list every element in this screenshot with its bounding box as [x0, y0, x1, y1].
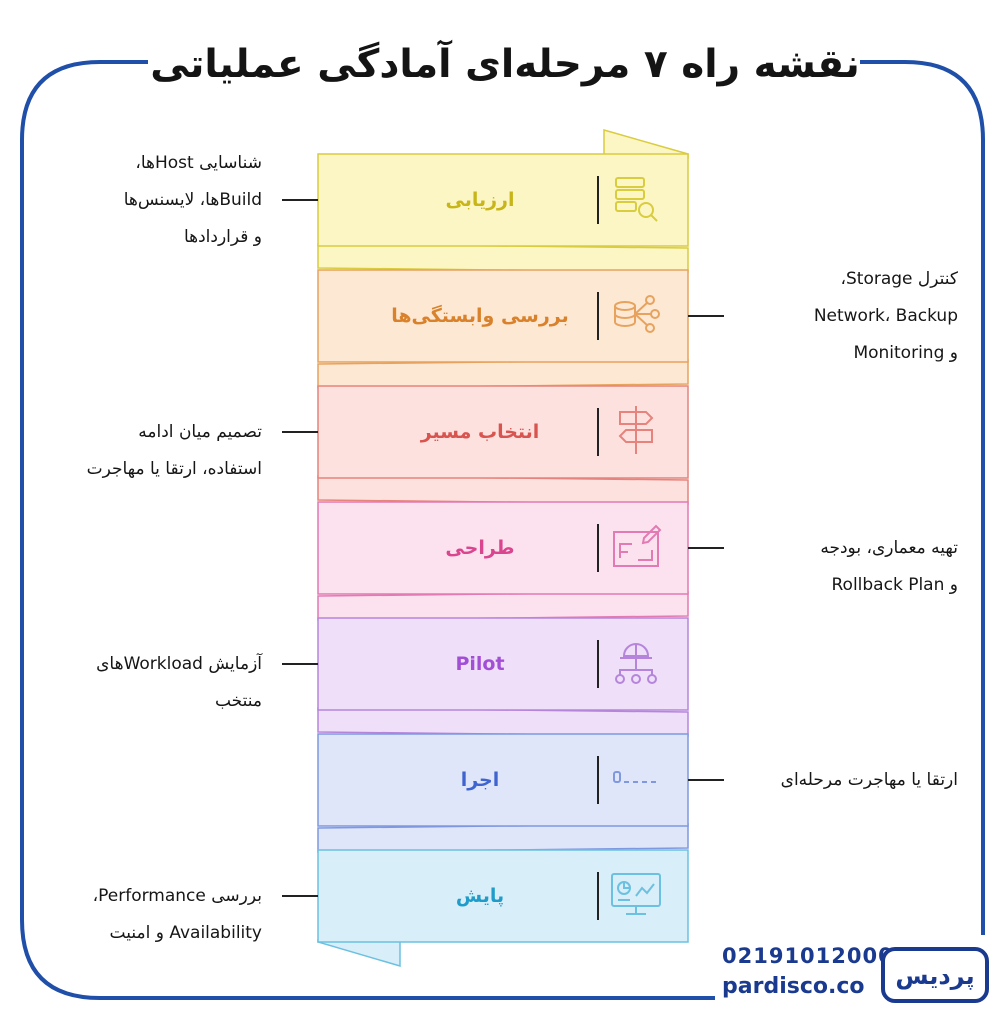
step-note-line: تصمیم میان ادامه [138, 421, 262, 442]
ribbon-fold [317, 475, 689, 505]
progress-icon [613, 771, 656, 783]
ribbon-fold [317, 359, 689, 389]
step-note-line: Buildها، لایسنس‌ها [123, 189, 262, 210]
monitor-chart-icon [611, 873, 661, 915]
step-note: شناسایی Hostها، Buildها، لایسنس‌ها و قرارد… [124, 145, 262, 256]
svg-text:پردیس: پردیس [895, 962, 974, 990]
signpost-icon [618, 406, 654, 454]
step-panel [317, 269, 689, 363]
step-panel [317, 849, 689, 943]
step-panel [317, 501, 689, 595]
blueprint-icon [613, 524, 662, 567]
footer-site[interactable]: pardisco.co [722, 974, 865, 999]
database-network-icon [614, 295, 660, 333]
note-connector [688, 315, 724, 317]
step-label: ارزیابی [445, 189, 515, 211]
footer-phone[interactable]: 02191012000 [722, 944, 894, 968]
step-panel [317, 617, 689, 711]
step-note-line: شناسایی Hostها، [135, 152, 262, 173]
ribbon-fold [317, 243, 689, 273]
step-panel [317, 385, 689, 479]
note-connector [282, 199, 318, 201]
step-label: انتخاب مسیر [420, 421, 540, 443]
pardisco-logo: پردیس [881, 947, 989, 1003]
step-label: پایش [455, 885, 505, 907]
step-note: آزمایش Workloadهای منتخب [96, 646, 262, 720]
step-note-line: منتخب [214, 690, 262, 711]
step-label: Pilot [455, 653, 505, 675]
step-note-line: آزمایش Workloadهای [96, 653, 262, 674]
step-note-line: Availability و امنیت [109, 922, 262, 943]
note-connector [688, 547, 724, 549]
step-note-line: Network، Backup [813, 305, 958, 326]
step-note-line: ارتقا یا مهاجرت مرحله‌ای [780, 769, 958, 790]
step-panel [317, 733, 689, 827]
step-note-line: استفاده، ارتقا یا مهاجرت [86, 458, 262, 479]
step-note-line: تهیه معماری، بودجه [820, 537, 958, 558]
step-note-line: و قراردادها [183, 226, 262, 247]
step-label: طراحی [445, 537, 515, 559]
step-note: بررسی Performance، Availability و امنیت [93, 878, 262, 952]
ribbon-fold [317, 591, 689, 621]
step-note-line: بررسی Performance، [92, 885, 262, 906]
frame-border [20, 60, 715, 1000]
page-title: نقشه راه ۷ مرحله‌ای آمادگی عملیاتی [150, 30, 860, 100]
step-label: بررسی وابستگی‌ها [391, 305, 569, 327]
step-label: اجرا [460, 769, 500, 791]
step-note-line: و Monitoring [853, 342, 958, 363]
note-connector [282, 663, 318, 665]
step-note-line: و Rollback Plan [831, 574, 959, 595]
note-connector [688, 779, 724, 781]
step-note-line: کنترل Storage، [840, 268, 958, 289]
server-search-icon [615, 177, 658, 222]
ribbon-fold [317, 823, 689, 853]
step-note: تصمیم میان ادامه استفاده، ارتقا یا مهاجرت [87, 414, 262, 488]
note-connector [282, 431, 318, 433]
step-note: تهیه معماری، بودجه و Rollback Plan [738, 530, 958, 604]
step-note: ارتقا یا مهاجرت مرحله‌ای [738, 762, 958, 799]
ribbon-bottom-tail [317, 939, 401, 968]
note-connector [282, 895, 318, 897]
hierarchy-icon [615, 643, 657, 684]
frame-border-right [860, 60, 985, 935]
step-note: کنترل Storage، Network، Backup و Monitorin… [738, 261, 958, 372]
ribbon-fold [317, 707, 689, 737]
